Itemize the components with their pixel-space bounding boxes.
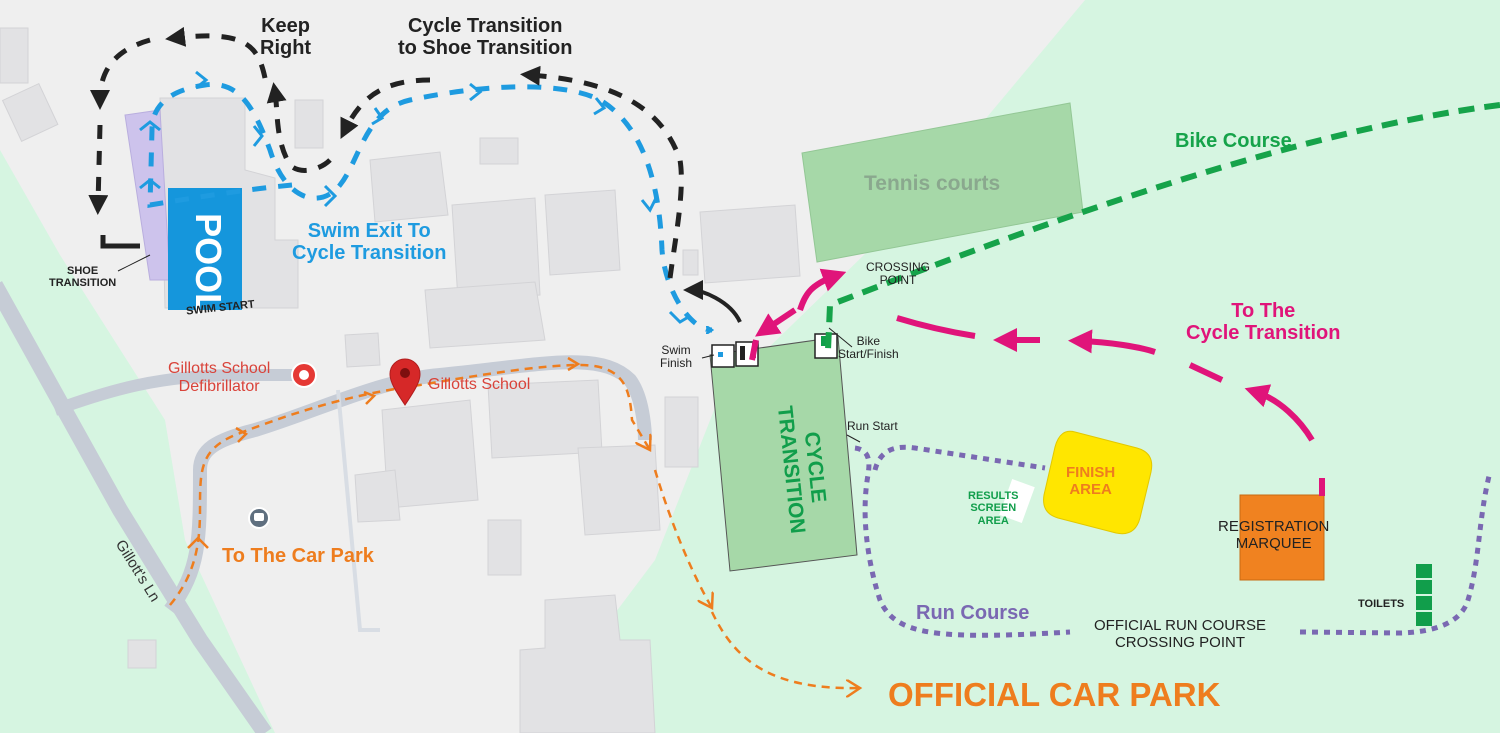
bike-course-route	[825, 102, 1500, 351]
tennis-courts-label: Tennis courts	[864, 172, 1001, 195]
results-screen-label: RESULTS SCREEN AREA	[968, 490, 1019, 527]
official-car-park-label: OFFICIAL CAR PARK	[888, 676, 1221, 713]
shoe-transition-label: SHOE TRANSITION	[49, 265, 117, 290]
car-park-route-end	[710, 611, 860, 688]
shoe-transition-route-b	[88, 124, 109, 215]
keep-right-label: Keep Right	[260, 15, 312, 60]
defibrillator-pin-icon[interactable]	[291, 362, 317, 388]
to-car-park-route	[169, 363, 650, 606]
official-crossing-label: OFFICIAL RUN COURSE CROSSING POINT	[1094, 617, 1266, 651]
shoe-transition-hook	[100, 235, 140, 249]
to-cycle-transition-route	[749, 268, 1325, 496]
cycle-transition-area	[709, 336, 858, 572]
pin-icon[interactable]	[389, 358, 421, 406]
car-route-chevrons	[187, 356, 581, 549]
car-park-route-mid	[653, 469, 712, 608]
gillotts-lane-road	[0, 281, 272, 733]
to-cycle-transition-label: To The Cycle Transition	[1186, 300, 1341, 345]
pool-building	[168, 188, 242, 310]
run-start-label: Run Start	[847, 419, 898, 433]
pool-label: POOL	[188, 213, 230, 316]
cycle-to-shoe-route-a	[520, 65, 684, 279]
gillotts-school-label[interactable]: Gillotts School	[428, 376, 531, 393]
verge-green-area	[0, 150, 275, 733]
registration-marquee-label: REGISTRATION MARQUEE	[1218, 518, 1330, 552]
swim-route-chevrons	[139, 70, 691, 324]
footpath	[336, 389, 380, 632]
run-course-label: Run Course	[916, 602, 1030, 624]
toilet-blocks	[1416, 564, 1432, 626]
registration-marquee	[1239, 494, 1325, 581]
school-access-road	[164, 355, 652, 615]
cycle-to-shoe-route-b	[340, 77, 431, 139]
finish-area-label: FINISH AREA	[1066, 464, 1116, 498]
swim-exit-route	[147, 81, 712, 330]
toilets-label: TOILETS	[1358, 598, 1405, 610]
bike-start-finish-label: Bike Start/Finish	[838, 334, 899, 362]
cycle-to-shoe-label: Cycle Transition to Shoe Transition	[398, 15, 573, 60]
results-screen	[999, 479, 1035, 523]
defibrillator-label[interactable]: Gillotts School Defibrillator	[168, 360, 271, 395]
bus-stop-icon[interactable]	[248, 507, 270, 529]
to-car-park-label: To The Car Park	[222, 545, 374, 567]
swim-finish-label: Swim Finish	[660, 343, 693, 371]
shoe-transition-route-a	[90, 37, 151, 110]
finish-area	[1043, 430, 1153, 535]
keep-right-route	[165, 26, 268, 79]
bike-course-label: Bike Course	[1175, 130, 1292, 152]
swim-exit-label: Swim Exit To Cycle Transition	[292, 220, 447, 265]
school-link-road	[52, 369, 300, 416]
cycle-return-arrow	[683, 280, 742, 323]
crossing-point-label: CROSSING POINT	[866, 260, 931, 288]
run-course-route	[854, 444, 1493, 638]
